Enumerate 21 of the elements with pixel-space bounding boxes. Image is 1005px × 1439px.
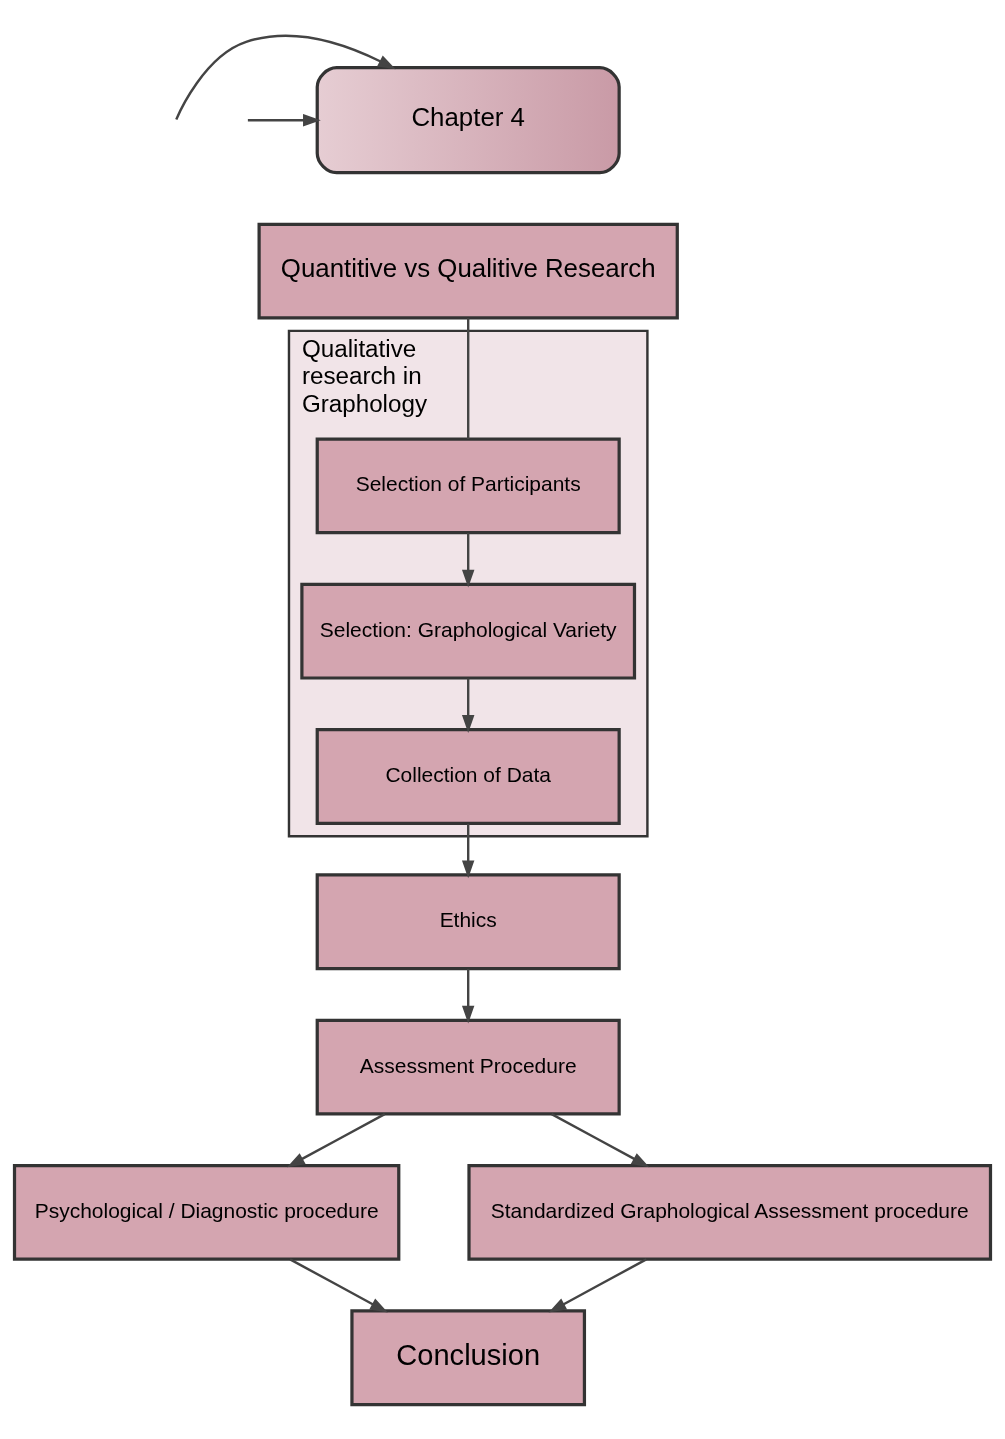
arrow — [461, 532, 475, 588]
node-box: Quantitive vs Qualitive Research — [257, 222, 679, 320]
node-box: Selection of Participants — [315, 436, 621, 534]
arrow — [461, 823, 475, 878]
arrow — [548, 1257, 647, 1312]
node-box: Psychological / Diagnostic procedure — [12, 1163, 401, 1261]
node-box: Conclusion — [350, 1308, 587, 1406]
node-box: Assessment Procedure — [315, 1018, 621, 1116]
arrow — [175, 34, 396, 120]
arrow — [247, 113, 321, 126]
node-box: Chapter 4 — [315, 65, 621, 174]
arrow — [287, 1112, 386, 1167]
node-box: Selection: Graphological Variety — [300, 582, 637, 680]
node-box: Collection of Data — [315, 727, 621, 825]
arrow — [461, 678, 475, 733]
node-box: Ethics — [315, 872, 621, 970]
arrow — [551, 1112, 650, 1167]
arrow — [461, 968, 475, 1023]
connector — [467, 317, 470, 439]
node-box: Standardized Graphological Assessment procedure — [467, 1163, 993, 1261]
arrow — [289, 1257, 388, 1312]
